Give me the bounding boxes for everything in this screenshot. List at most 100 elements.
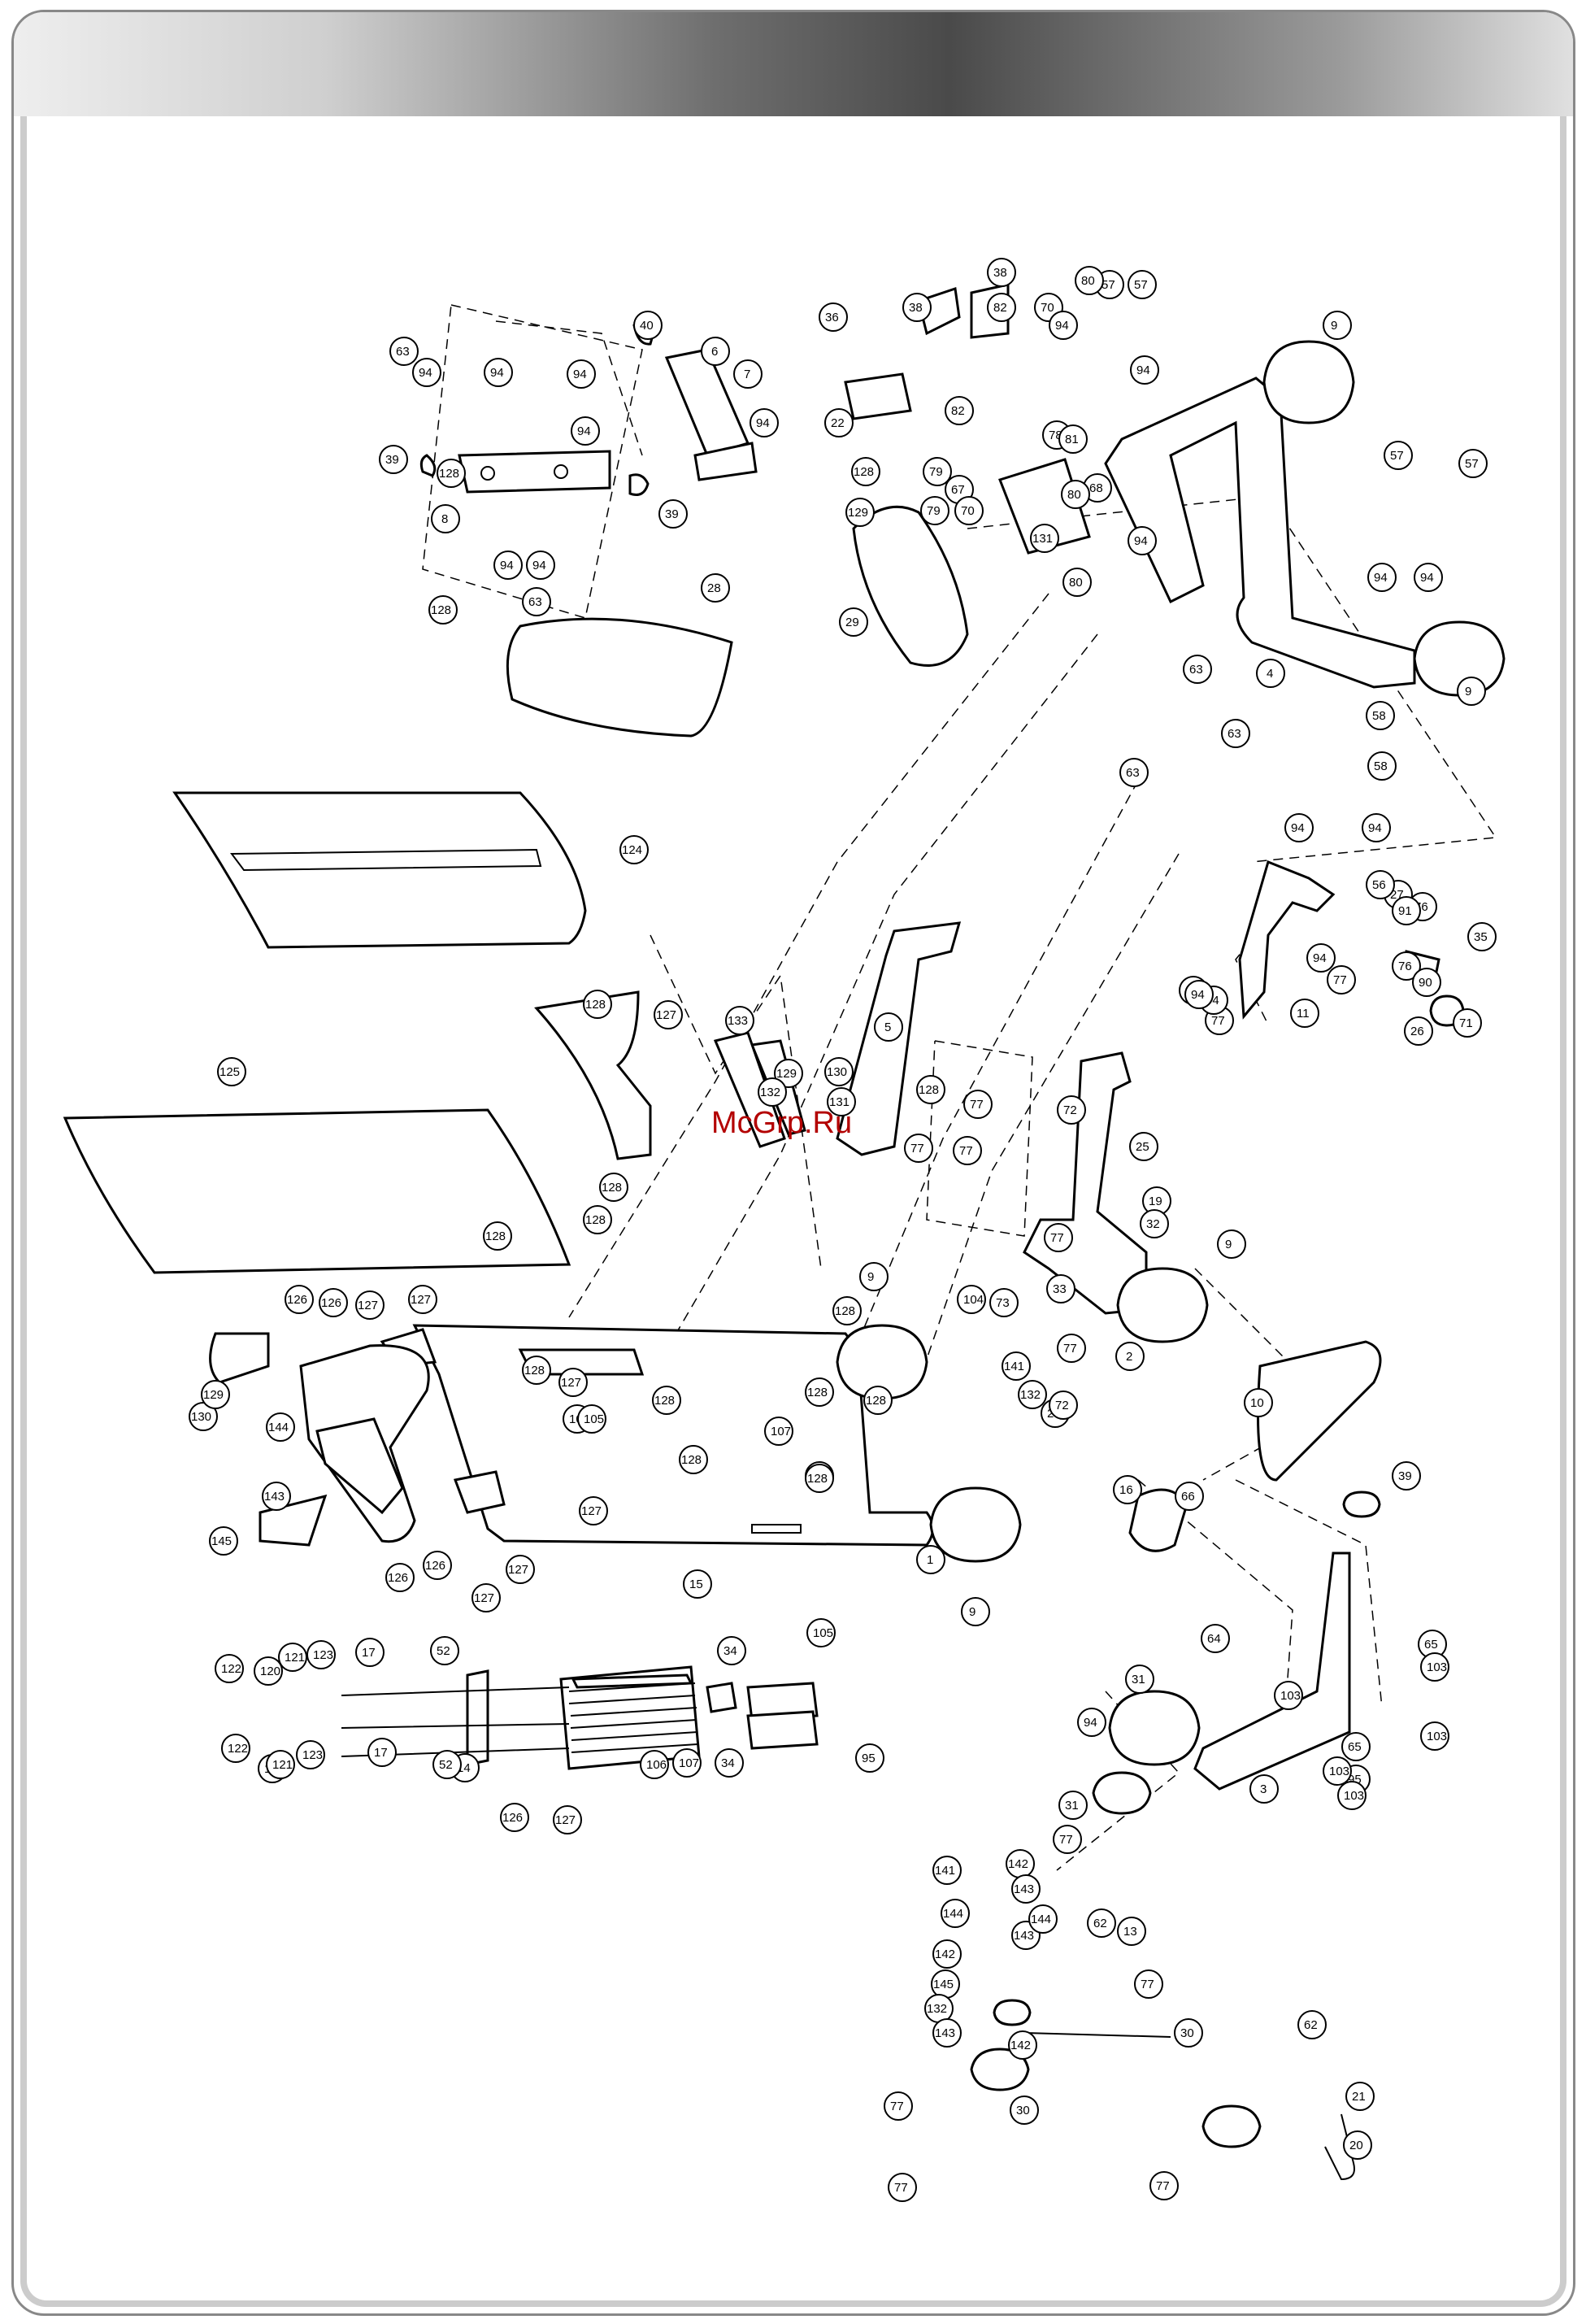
svg-text:17: 17 xyxy=(362,1646,376,1660)
callout-label: 72 xyxy=(1057,1095,1086,1125)
callout-label: 128 xyxy=(863,1386,893,1415)
svg-text:31: 31 xyxy=(1065,1799,1079,1813)
callout-label: 82 xyxy=(945,396,974,425)
svg-text:76: 76 xyxy=(1398,960,1412,973)
svg-text:62: 62 xyxy=(1304,2018,1318,2032)
callout-label: 33 xyxy=(1046,1274,1075,1303)
svg-text:143: 143 xyxy=(935,2026,955,2040)
callout-label: 126 xyxy=(385,1563,415,1592)
svg-text:94: 94 xyxy=(1084,1716,1097,1730)
svg-text:144: 144 xyxy=(268,1421,289,1434)
svg-text:70: 70 xyxy=(1041,301,1054,315)
svg-text:77: 77 xyxy=(910,1142,924,1155)
callout-label: 77 xyxy=(1057,1334,1086,1363)
callout-label: 143 xyxy=(932,2018,962,2048)
callout-label: 63 xyxy=(1119,758,1149,787)
leg-assembly xyxy=(1092,1340,1382,1815)
callout-label: 94 xyxy=(567,359,596,389)
callout-label: 2 xyxy=(1115,1342,1145,1371)
callout-label: 56 xyxy=(1366,870,1395,899)
svg-text:94: 94 xyxy=(756,416,770,430)
svg-text:2: 2 xyxy=(1126,1350,1132,1364)
svg-text:105: 105 xyxy=(813,1626,833,1640)
callout-label: 142 xyxy=(1006,1849,1035,1878)
svg-text:63: 63 xyxy=(1228,727,1241,741)
callout-label: 105 xyxy=(577,1404,606,1434)
callout-label: 36 xyxy=(819,302,848,332)
callout-label: 91 xyxy=(1392,896,1421,925)
callout-label: 64 xyxy=(1201,1624,1230,1653)
pivot-assembly xyxy=(1023,860,1465,1343)
callout-label: 121 xyxy=(266,1750,295,1779)
svg-text:94: 94 xyxy=(1191,988,1205,1002)
callout-label: 131 xyxy=(827,1087,856,1116)
callout-label: 94 xyxy=(1077,1708,1106,1737)
svg-text:142: 142 xyxy=(935,1948,955,1961)
callout-label: 38 xyxy=(987,258,1016,287)
callout-label: 127 xyxy=(408,1285,437,1314)
callout-label: 128 xyxy=(599,1173,628,1202)
callout-label: 128 xyxy=(851,457,880,486)
callout-label: 13 xyxy=(1117,1917,1146,1946)
svg-text:128: 128 xyxy=(835,1304,855,1318)
callout-label: 94 xyxy=(1414,563,1443,592)
svg-text:81: 81 xyxy=(1065,433,1079,446)
callout-label: 105 xyxy=(806,1618,836,1647)
svg-text:63: 63 xyxy=(396,345,410,359)
svg-text:57: 57 xyxy=(1134,278,1148,292)
svg-text:8: 8 xyxy=(441,512,448,526)
callout-label: 132 xyxy=(924,1994,954,2023)
svg-text:128: 128 xyxy=(585,1213,606,1227)
svg-text:77: 77 xyxy=(1063,1342,1077,1356)
svg-text:79: 79 xyxy=(929,465,943,479)
callout-label: 58 xyxy=(1366,701,1395,730)
svg-text:91: 91 xyxy=(1398,904,1412,918)
svg-text:128: 128 xyxy=(654,1394,675,1408)
header-gradient-bar xyxy=(14,12,1573,116)
callout-label: 128 xyxy=(652,1386,681,1415)
svg-text:68: 68 xyxy=(1089,481,1103,495)
callout-label: 94 xyxy=(1128,526,1157,555)
callout-label: 94 xyxy=(526,551,555,580)
callout-label: 129 xyxy=(201,1380,230,1409)
svg-text:40: 40 xyxy=(640,319,654,333)
svg-text:77: 77 xyxy=(959,1144,973,1158)
svg-text:90: 90 xyxy=(1419,976,1432,990)
svg-text:128: 128 xyxy=(585,998,606,1012)
svg-text:141: 141 xyxy=(1004,1360,1024,1373)
callout-label: 72 xyxy=(1049,1390,1078,1420)
svg-text:132: 132 xyxy=(760,1086,780,1099)
callout-label: 68 xyxy=(1083,473,1112,503)
callout-label: 77 xyxy=(953,1136,982,1165)
callout-label: 9 xyxy=(1457,677,1486,706)
callout-label: 128 xyxy=(583,1205,612,1234)
svg-text:145: 145 xyxy=(933,1978,954,1991)
svg-text:72: 72 xyxy=(1055,1399,1069,1412)
callout-label: 131 xyxy=(1030,524,1059,553)
callout-label: 39 xyxy=(658,499,688,529)
svg-text:126: 126 xyxy=(388,1571,408,1585)
callout-label: 122 xyxy=(221,1734,250,1763)
callout-label: 31 xyxy=(1125,1665,1154,1694)
callout-label: 26 xyxy=(1404,1016,1433,1046)
callout-label: 130 xyxy=(189,1402,218,1431)
callout-label: 126 xyxy=(319,1288,348,1317)
svg-text:128: 128 xyxy=(431,603,451,617)
callout-label: 6 xyxy=(701,337,730,366)
svg-text:94: 94 xyxy=(1368,821,1382,835)
callout-label: 126 xyxy=(285,1285,314,1314)
svg-text:77: 77 xyxy=(1059,1833,1073,1847)
callout-label: 9 xyxy=(1323,311,1352,340)
svg-text:103: 103 xyxy=(1427,1730,1447,1743)
svg-text:142: 142 xyxy=(1010,2039,1031,2052)
svg-text:26: 26 xyxy=(1410,1025,1424,1038)
svg-text:5: 5 xyxy=(884,1021,891,1034)
callout-label: 144 xyxy=(1028,1904,1058,1934)
svg-text:13: 13 xyxy=(1123,1925,1137,1939)
seat-pads xyxy=(209,1332,430,1547)
svg-text:30: 30 xyxy=(1180,2026,1194,2040)
callout-label: 39 xyxy=(379,445,408,474)
svg-text:35: 35 xyxy=(1474,930,1488,944)
callout-label: 70 xyxy=(954,496,984,525)
callout-label: 71 xyxy=(1453,1008,1482,1038)
